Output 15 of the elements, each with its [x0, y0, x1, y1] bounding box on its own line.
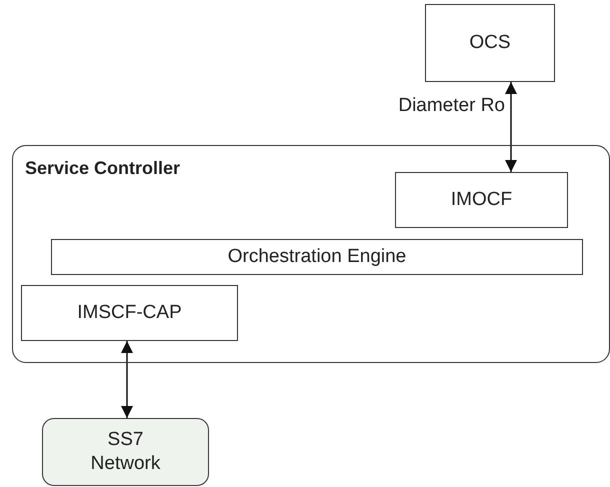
group-title: Service Controller	[25, 158, 180, 179]
process-box	[21, 285, 238, 341]
edge-label: Diameter Ro	[398, 95, 505, 117]
double-arrow	[505, 82, 517, 172]
node-label: IMOCF	[450, 189, 512, 211]
container-box	[12, 145, 610, 363]
node-label: SS7 Network	[90, 428, 162, 476]
double-arrow	[121, 341, 133, 418]
process-box	[395, 172, 568, 228]
node-label: OCS	[469, 32, 511, 54]
rounded-box	[42, 418, 209, 486]
process-box	[425, 4, 555, 82]
node-label: IMSCF-CAP	[77, 302, 182, 324]
process-box	[51, 239, 583, 275]
node-label: Orchestration Engine	[228, 246, 406, 268]
